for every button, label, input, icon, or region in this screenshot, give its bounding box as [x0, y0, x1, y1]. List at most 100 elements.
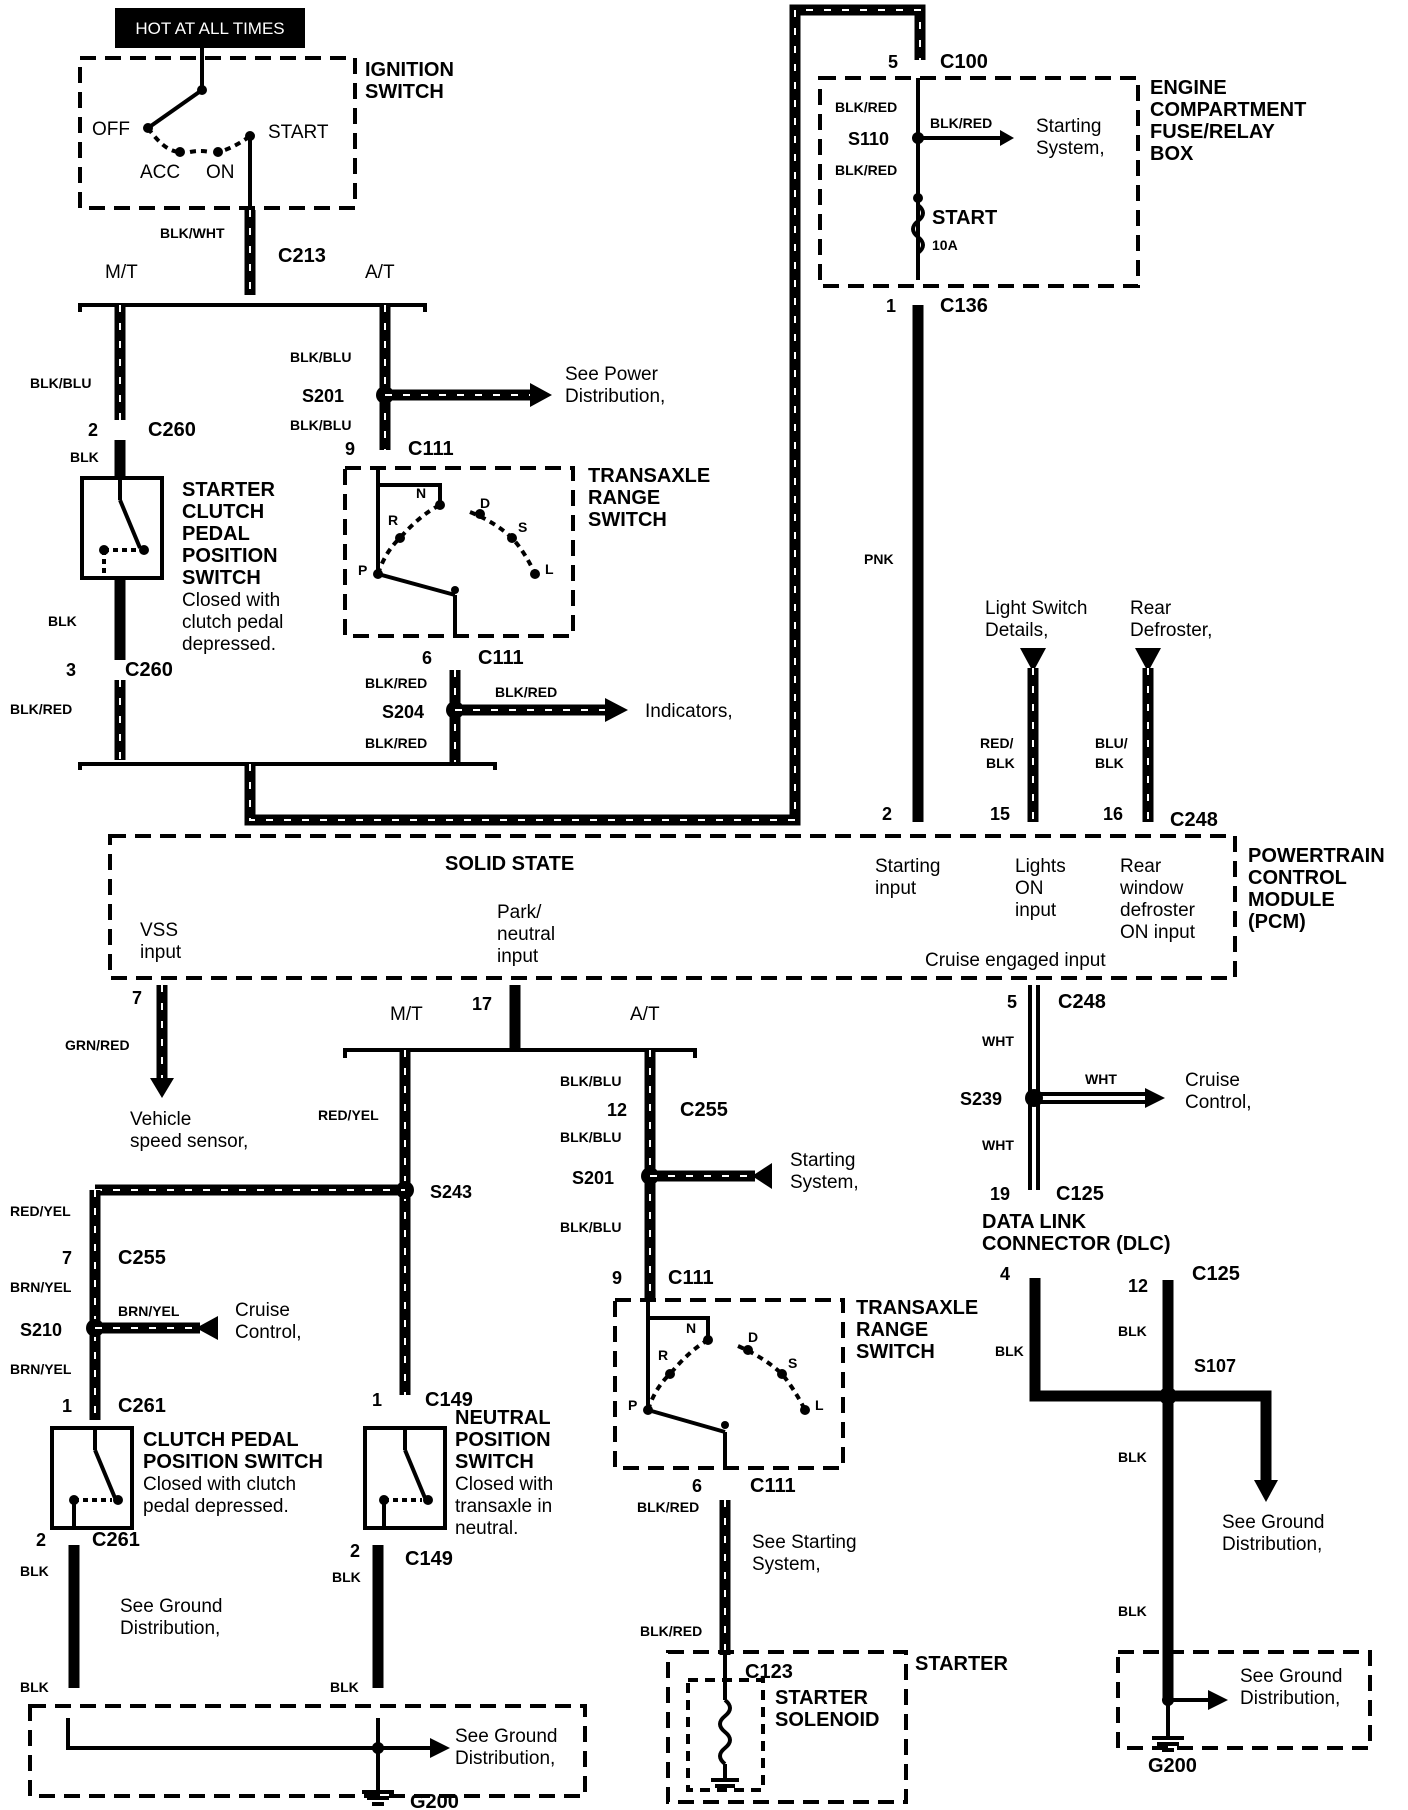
svg-text:5: 5	[1007, 992, 1017, 1012]
svg-text:BLK: BLK	[1095, 755, 1124, 771]
svg-text:S: S	[518, 519, 527, 535]
svg-text:BLK/RED: BLK/RED	[365, 675, 427, 691]
svg-text:Starting: Starting	[875, 856, 940, 877]
svg-text:PNK: PNK	[864, 551, 894, 567]
svg-text:Indicators,: Indicators,	[645, 701, 733, 722]
svg-text:Closed with: Closed with	[455, 1474, 553, 1495]
svg-text:7: 7	[62, 1248, 72, 1268]
svg-text:HOT AT ALL TIMES: HOT AT ALL TIMES	[135, 19, 284, 38]
svg-text:BLK: BLK	[48, 613, 77, 629]
engine-fuse-relay-box: 5 C100 BLK/RED S110 BLK/RED Starting Sys…	[818, 51, 1306, 822]
svg-text:WHT: WHT	[982, 1033, 1014, 1049]
svg-text:Vehicle: Vehicle	[130, 1109, 191, 1130]
svg-text:RED/YEL: RED/YEL	[318, 1107, 379, 1123]
svg-text:PEDAL: PEDAL	[182, 523, 250, 545]
svg-text:S201: S201	[572, 1168, 614, 1188]
svg-text:input: input	[875, 878, 917, 899]
svg-text:19: 19	[990, 1184, 1010, 1204]
svg-text:S110: S110	[848, 129, 889, 149]
svg-text:MODULE: MODULE	[1248, 889, 1335, 911]
svg-text:pedal depressed.: pedal depressed.	[143, 1496, 289, 1517]
svg-text:SWITCH: SWITCH	[365, 81, 444, 103]
svg-text:neutral.: neutral.	[455, 1518, 518, 1539]
hot-at-all-times-label: HOT AT ALL TIMES	[115, 8, 305, 48]
svg-text:TRANSAXLE: TRANSAXLE	[588, 465, 710, 487]
svg-text:RANGE: RANGE	[856, 1319, 928, 1341]
svg-text:SWITCH: SWITCH	[588, 509, 667, 531]
svg-text:C123: C123	[745, 1661, 793, 1683]
svg-text:System,: System,	[790, 1172, 859, 1193]
powertrain-control-module: SOLID STATE Starting input Lights ON inp…	[108, 834, 1385, 980]
svg-text:See Ground: See Ground	[120, 1596, 222, 1617]
vss-wire: 7 GRN/RED Vehicle speed sensor,	[65, 985, 248, 1152]
svg-text:3: 3	[66, 660, 76, 680]
svg-text:Distribution,: Distribution,	[120, 1618, 220, 1639]
svg-text:C149: C149	[425, 1389, 473, 1411]
svg-text:BLK: BLK	[20, 1679, 49, 1695]
svg-text:NEUTRAL: NEUTRAL	[455, 1407, 551, 1429]
svg-text:Distribution,: Distribution,	[1240, 1688, 1340, 1709]
svg-text:C125: C125	[1056, 1183, 1104, 1205]
svg-text:BLK/BLU: BLK/BLU	[560, 1073, 621, 1089]
svg-text:CONTROL: CONTROL	[1248, 867, 1347, 889]
svg-text:BLK/RED: BLK/RED	[10, 701, 72, 717]
svg-text:L: L	[815, 1397, 824, 1413]
at-lower-branch: BLK/BLU 12 C255 BLK/BLU S201 Starting Sy…	[560, 1050, 1009, 1804]
svg-text:C260: C260	[125, 659, 173, 681]
svg-text:L: L	[545, 561, 554, 577]
svg-text:speed sensor,: speed sensor,	[130, 1131, 248, 1152]
svg-text:ON: ON	[1015, 878, 1044, 899]
svg-text:12: 12	[1128, 1276, 1148, 1296]
svg-text:BLK/BLU: BLK/BLU	[290, 349, 351, 365]
branch-bracket-bottom	[343, 1048, 697, 1058]
svg-text:S210: S210	[20, 1320, 62, 1340]
svg-text:D: D	[480, 495, 490, 511]
svg-text:BLK/RED: BLK/RED	[640, 1623, 702, 1639]
svg-text:VSS: VSS	[140, 920, 178, 941]
svg-text:S201: S201	[302, 386, 344, 406]
svg-text:SWITCH: SWITCH	[856, 1341, 935, 1363]
svg-text:16: 16	[1103, 804, 1123, 824]
svg-text:POSITION: POSITION	[182, 545, 278, 567]
svg-text:BLK/RED: BLK/RED	[835, 99, 897, 115]
svg-text:7: 7	[132, 988, 142, 1008]
svg-text:CLUTCH PEDAL: CLUTCH PEDAL	[143, 1429, 299, 1451]
svg-text:STARTER: STARTER	[915, 1653, 1009, 1675]
svg-text:Closed with: Closed with	[182, 590, 280, 611]
svg-text:BLK/BLU: BLK/BLU	[560, 1219, 621, 1235]
svg-text:C111: C111	[750, 1475, 796, 1497]
svg-text:SWITCH: SWITCH	[182, 567, 261, 589]
svg-text:BLK: BLK	[20, 1563, 49, 1579]
svg-text:2: 2	[882, 804, 892, 824]
svg-text:G200: G200	[410, 1791, 459, 1810]
svg-text:See Ground: See Ground	[455, 1726, 557, 1747]
light-switch-input: Light Switch Details, RED/ BLK	[980, 598, 1087, 822]
svg-text:Starting: Starting	[790, 1150, 855, 1171]
svg-text:BLK: BLK	[70, 449, 99, 465]
svg-text:C111: C111	[478, 647, 524, 669]
svg-text:C125: C125	[1192, 1263, 1240, 1285]
cruise-dlc-branch: 5 C248 WHT S239 WHT Cruise Control, WHT …	[960, 985, 1372, 1777]
svg-text:S: S	[788, 1355, 797, 1371]
branch-bracket-top	[78, 303, 427, 312]
svg-text:Rear: Rear	[1120, 856, 1162, 877]
svg-text:1: 1	[886, 296, 896, 316]
svg-text:C261: C261	[92, 1529, 140, 1551]
svg-text:2: 2	[350, 1541, 360, 1561]
svg-text:BLK/RED: BLK/RED	[637, 1499, 699, 1515]
svg-text:BLK: BLK	[332, 1569, 361, 1585]
svg-text:Cruise: Cruise	[1185, 1070, 1240, 1091]
svg-text:N: N	[686, 1320, 696, 1336]
svg-text:Distribution,: Distribution,	[565, 386, 665, 407]
svg-text:BLK/RED: BLK/RED	[495, 684, 557, 700]
svg-text:RED/: RED/	[980, 735, 1014, 751]
svg-text:17: 17	[472, 994, 492, 1014]
svg-text:ENGINE: ENGINE	[1150, 77, 1227, 99]
transaxle-range-switch-upper: BLK/BLU S201 See Power Distribution, BLK…	[290, 305, 733, 765]
svg-text:M/T: M/T	[105, 262, 138, 283]
svg-text:S239: S239	[960, 1089, 1002, 1109]
svg-text:12: 12	[607, 1100, 627, 1120]
svg-text:BLK: BLK	[1118, 1449, 1147, 1465]
svg-text:BRN/YEL: BRN/YEL	[118, 1303, 180, 1319]
svg-text:BLK/WHT: BLK/WHT	[160, 225, 225, 241]
